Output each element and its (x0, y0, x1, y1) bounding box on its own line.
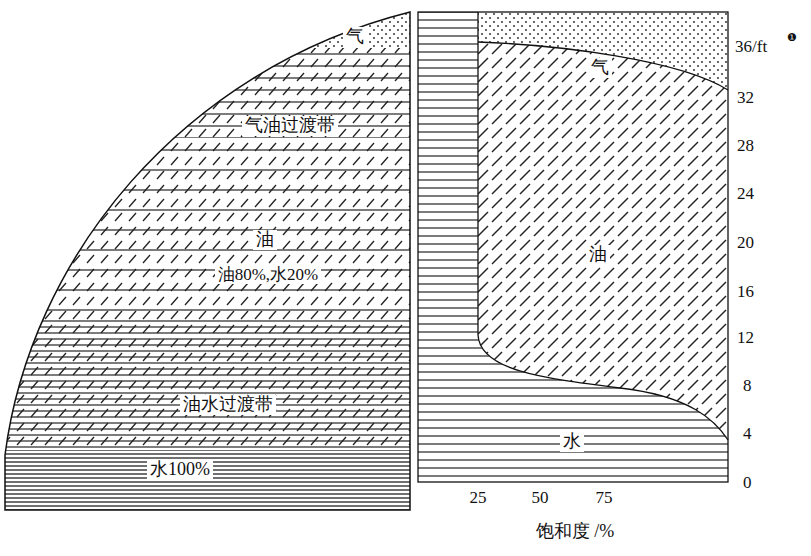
tick-label: 25 (470, 489, 487, 508)
tick-label: 32 (737, 89, 754, 108)
zone-label: 油水过渡带 (180, 395, 276, 415)
tick-label: 50 (532, 489, 549, 508)
zone-label: 油80%,水20% (215, 266, 322, 285)
zone-label: 油 (253, 230, 277, 250)
tick-label: 4 (743, 425, 752, 444)
zone-label: 水100% (147, 460, 213, 480)
axis-title: 饱和度 /% (536, 522, 615, 542)
tick-label: 8 (743, 377, 752, 396)
zone-label: 油 (586, 245, 610, 265)
tick-label: 0 (743, 474, 752, 493)
zone-label: 气 (343, 27, 367, 47)
tick-label: 75 (596, 489, 613, 508)
footnote-mark: ❶ (787, 31, 797, 43)
axis-unit: 36/ft (735, 38, 767, 57)
zone-label: 水 (560, 432, 584, 452)
tick-label: 28 (737, 137, 754, 156)
zone-label: 气油过渡带 (242, 116, 338, 136)
tick-label: 16 (737, 283, 754, 302)
tick-label: 12 (737, 329, 754, 348)
tick-label: 20 (737, 234, 754, 253)
tick-label: 24 (737, 185, 754, 204)
zone-label: 气 (588, 58, 612, 78)
